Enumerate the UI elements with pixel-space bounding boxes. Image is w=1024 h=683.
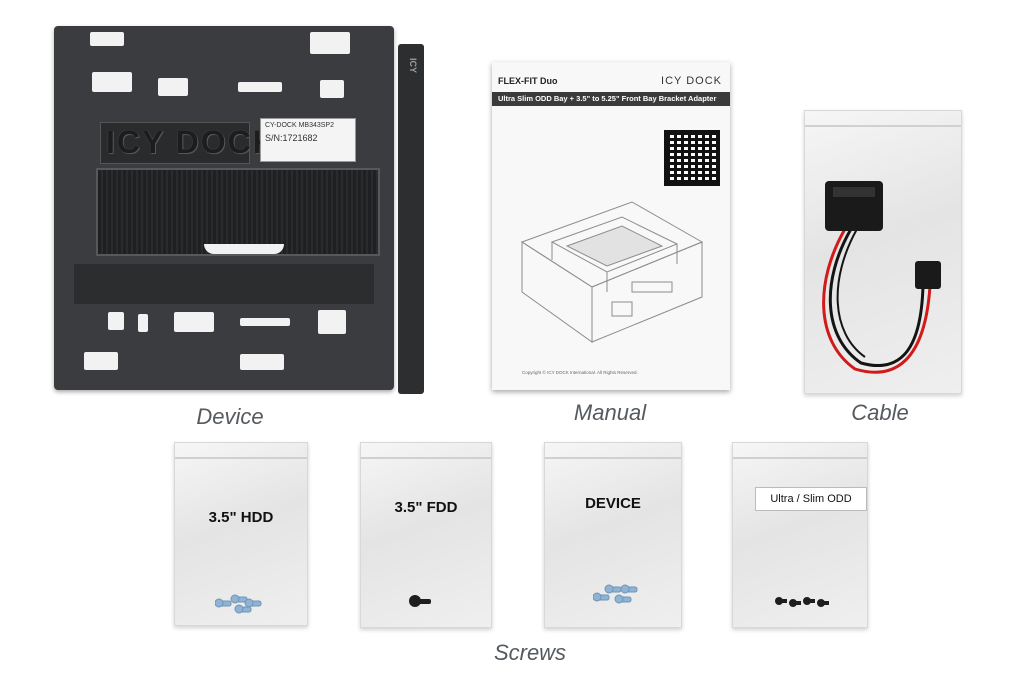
bracket-slot [240,318,290,326]
bracket-slot [240,354,284,370]
screw-bag-label: Ultra / Slim ODD [755,487,867,511]
screw-bag-label: 3.5" FDD [394,499,458,516]
screw-bag-hdd: 3.5" HDD [174,442,308,626]
manual-subtitle: Ultra Slim ODD Bay + 3.5" to 5.25" Front… [498,94,717,103]
device-logo: ICY DOCK [106,124,278,160]
manual-copyright: Copyright © ICY DOCK International. All … [522,370,638,375]
screw-bag-label: 3.5" HDD [208,509,274,526]
rail-label: ICY [408,58,418,74]
screw-bag-odd: Ultra / Slim ODD [732,442,868,628]
manual-subtitle-bar [492,92,730,106]
manual-title: FLEX-FIT Duo [498,76,558,86]
blue-screws-icon [215,594,262,614]
black-screw-icon [409,595,431,607]
screw-bag-fdd: 3.5" FDD [360,442,492,628]
bag-zip [361,457,491,459]
bracket-slot [108,312,124,330]
bracket-slot [318,310,346,334]
sticker-serial: S/N:1721682 [265,133,318,143]
bracket-slot [174,312,214,332]
bracket-slot [84,352,118,370]
bracket-slot [92,72,132,92]
device-front-panel [96,168,380,256]
caption-cable: Cable [851,400,909,425]
bracket-slot [158,78,188,96]
sticker-model: CY-DOCK MB343SP2 [265,122,334,129]
device-side-rail: ICY [398,44,424,394]
bag-zip [733,457,867,459]
bag-zip [175,457,307,459]
logo-band [100,122,250,164]
screw-bag-device: DEVICE [544,442,682,628]
bracket-bar [74,264,374,304]
qr-code-icon [664,130,720,186]
bracket-slot [320,80,344,98]
screw-bag-label: DEVICE [585,495,641,512]
black-screws-icon [775,597,829,607]
bracket-cutout [204,244,284,254]
cable-bag [804,110,962,394]
bag-zip [805,125,961,127]
blue-screws-icon [593,584,638,604]
bracket-slot [310,32,350,54]
device-bracket-image: ICY ICY DOCK CY-DOCK MB343SP2 S/N:172168… [54,26,424,394]
manual-image: FLEX-FIT Duo ICY DOCK Ultra Slim ODD Bay… [492,62,730,390]
bracket-drawing-icon [520,201,704,343]
caption-device: Device [196,404,264,429]
device-sticker: CY-DOCK MB343SP2 S/N:1721682 [260,118,356,162]
bracket-slot [238,82,282,92]
caption-manual: Manual [573,400,647,425]
caption-screws: Screws [493,640,567,665]
sata-cable-icon [822,181,941,374]
bracket-slot [138,314,148,332]
bracket-slot [90,32,124,46]
bag-zip [545,457,681,459]
manual-brand: ICY DOCK [661,75,722,87]
